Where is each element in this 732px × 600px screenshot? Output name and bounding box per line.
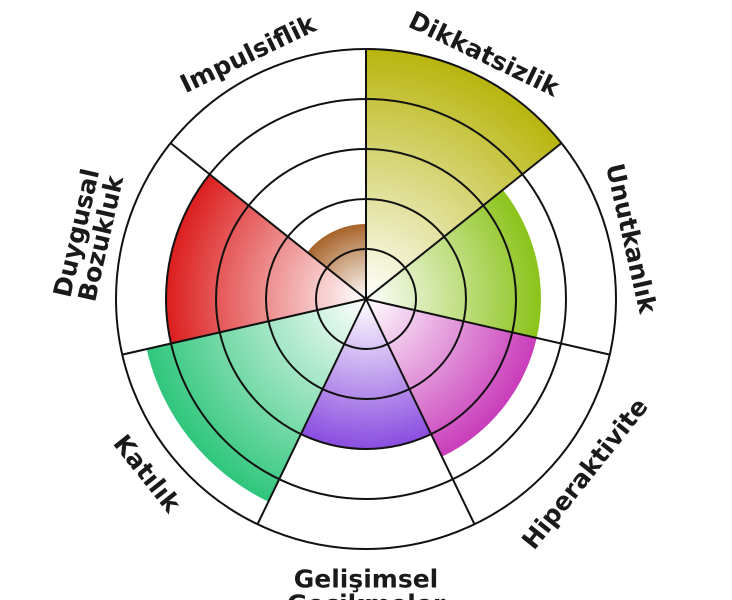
spoke-3 bbox=[365, 298, 476, 525]
label-katilik: Katılık bbox=[108, 429, 188, 519]
sector-impulsiflik bbox=[307, 224, 366, 299]
sector-dikkatsizlik bbox=[366, 49, 562, 299]
spoke-5 bbox=[122, 298, 367, 356]
spoke-6 bbox=[169, 142, 367, 300]
sector-hiperaktivite bbox=[366, 299, 537, 457]
category-label: Gelişimsel bbox=[294, 565, 439, 594]
label-gelisimsel-gecikmeler: GelişimselGecikmeler bbox=[287, 565, 446, 600]
label-impulsiflik: Impulsiflik bbox=[176, 8, 322, 98]
sector-gelisimsel-gecikmeler bbox=[300, 299, 432, 449]
spoke-4 bbox=[256, 298, 367, 525]
spoke-2 bbox=[365, 298, 610, 356]
category-label: Impulsiflik bbox=[176, 8, 322, 98]
category-label: Gecikmeler bbox=[287, 590, 446, 600]
sector-layer bbox=[146, 49, 562, 502]
category-label: Katılık bbox=[108, 429, 188, 519]
category-label: Hiperaktivite bbox=[516, 392, 654, 554]
label-hiperaktivite: Hiperaktivite bbox=[516, 392, 654, 554]
spoke-layer bbox=[122, 49, 610, 525]
spoke-1 bbox=[365, 142, 563, 300]
